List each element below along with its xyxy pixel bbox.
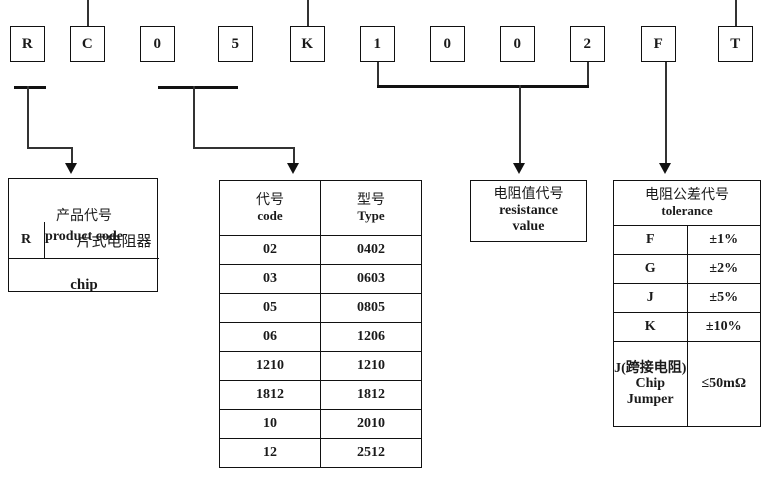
connector-resistance-drop	[519, 85, 521, 167]
code-box-1: R	[10, 26, 45, 62]
table-row: F ±1%	[613, 225, 761, 255]
tolerance-table: 电阻公差代号 tolerance F ±1% G ±2% J ±5% K ±10…	[613, 180, 761, 427]
connector-product-horizontal	[27, 147, 72, 149]
code-box-11: T	[718, 26, 753, 62]
resistance-value-title-en-2: value	[512, 218, 545, 234]
size-row-type: 1206	[320, 322, 422, 352]
tolerance-table-header: 电阻公差代号 tolerance	[613, 180, 761, 226]
size-row-code: 1210	[219, 351, 321, 381]
size-row-type: 1210	[320, 351, 422, 381]
table-row: 10 2010	[219, 409, 422, 439]
table-row: J ±5%	[613, 283, 761, 313]
size-row-type: 0402	[320, 235, 422, 265]
arrow-product-code	[65, 163, 77, 174]
size-row-type: 2512	[320, 438, 422, 468]
connector-up-stub-c	[87, 0, 89, 26]
tolerance-row-code: J	[613, 283, 688, 313]
product-code-title-cn: 产品代号	[56, 209, 112, 224]
code-box-5: K	[290, 26, 325, 62]
tolerance-row-code: G	[613, 254, 688, 284]
product-code-title-en: product code	[45, 229, 123, 244]
size-row-type: 0805	[320, 293, 422, 323]
code-box-10: F	[641, 26, 676, 62]
product-code-desc-en: chip	[70, 277, 98, 291]
product-code-desc-cn: 片式电阻器	[76, 233, 152, 250]
size-table-header-code: 代号 code	[219, 180, 321, 236]
resistance-value-title-cn: 电阻值代号	[493, 187, 564, 203]
resistance-value-legend-box: 电阻值代号 resistance value	[470, 180, 587, 242]
code-box-4: 5	[218, 26, 253, 62]
resistance-value-title-en-1: resistance	[499, 203, 558, 219]
product-code-legend-box: R 片式电阻器 产品代号 product code chip	[8, 178, 159, 292]
code-box-9: 2	[570, 26, 605, 62]
product-code-cell: R	[8, 222, 45, 259]
connector-size-vertical	[193, 86, 195, 148]
tolerance-row-value: ±2%	[686, 254, 761, 284]
arrow-resistance-value	[513, 163, 525, 174]
code-box-3: 0	[140, 26, 175, 62]
connector-resistance-bracket	[377, 85, 589, 88]
size-row-type: 1812	[320, 380, 422, 410]
size-row-code: 12	[219, 438, 321, 468]
tolerance-row-value: ±10%	[686, 312, 761, 342]
connector-bracket-product-top	[14, 86, 46, 89]
table-row: 05 0805	[219, 293, 422, 323]
table-row: 1210 1210	[219, 351, 422, 381]
tolerance-row-value: ±5%	[686, 283, 761, 313]
tolerance-row-value: ±1%	[686, 225, 761, 255]
size-row-code: 02	[219, 235, 321, 265]
tolerance-row-code: K	[613, 312, 688, 342]
code-box-2: C	[70, 26, 105, 62]
tolerance-row-value: ≤50mΩ	[686, 341, 761, 427]
table-row: 1812 1812	[219, 380, 422, 410]
connector-resistance-right-stub	[587, 62, 589, 86]
connector-size-drop	[293, 147, 295, 167]
size-table-header-type: 型号 Type	[320, 180, 422, 236]
connector-product-drop	[71, 147, 73, 167]
size-table-header-row: 代号 code 型号 Type	[219, 180, 422, 236]
tolerance-table-header-row: 电阻公差代号 tolerance	[613, 180, 761, 226]
table-row: 02 0402	[219, 235, 422, 265]
connector-product-vertical	[27, 86, 29, 148]
connector-size-horizontal	[193, 147, 294, 149]
size-row-type: 0603	[320, 264, 422, 294]
table-row: 12 2512	[219, 438, 422, 468]
table-row: 06 1206	[219, 322, 422, 352]
connector-up-stub-t	[735, 0, 737, 26]
table-row: J(跨接电阻) Chip Jumper ≤50mΩ	[613, 341, 761, 427]
code-box-8: 0	[500, 26, 535, 62]
tolerance-row-code: F	[613, 225, 688, 255]
table-row: K ±10%	[613, 312, 761, 342]
connector-resistance-left-stub	[377, 62, 379, 86]
size-row-code: 03	[219, 264, 321, 294]
arrow-tolerance	[659, 163, 671, 174]
size-row-code: 06	[219, 322, 321, 352]
size-row-code: 1812	[219, 380, 321, 410]
connector-up-stub-k	[307, 0, 309, 26]
code-box-7: 0	[430, 26, 465, 62]
table-row: G ±2%	[613, 254, 761, 284]
size-row-code: 05	[219, 293, 321, 323]
tolerance-row-code: J(跨接电阻) Chip Jumper	[613, 341, 688, 427]
size-code-table: 代号 code 型号 Type 02 0402 03 0603 05 0805 …	[219, 180, 422, 468]
size-row-type: 2010	[320, 409, 422, 439]
size-row-code: 10	[219, 409, 321, 439]
product-code-desc-cell: 片式电阻器	[44, 222, 159, 259]
connector-tolerance-drop	[665, 62, 667, 167]
code-box-6: 1	[360, 26, 395, 62]
table-row: 03 0603	[219, 264, 422, 294]
arrow-size-code	[287, 163, 299, 174]
connector-bracket-size-top	[158, 86, 238, 89]
